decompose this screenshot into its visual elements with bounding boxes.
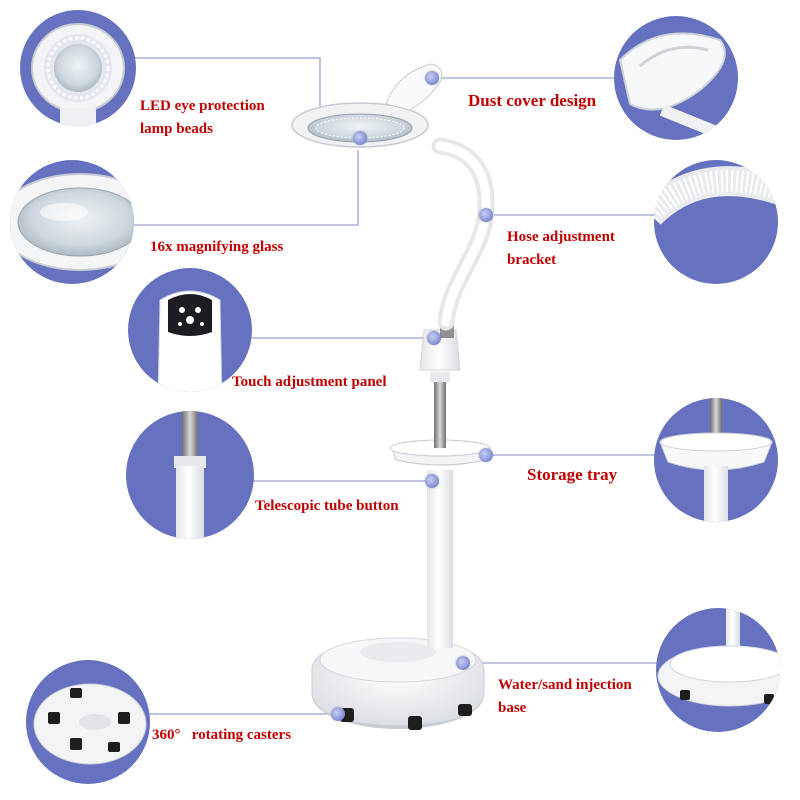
leader-lines	[128, 57, 658, 715]
marker-dot-touch-panel	[427, 331, 441, 345]
label-touch-panel: Touch adjustment panel	[232, 374, 387, 390]
callout-led	[20, 10, 136, 126]
callout-base	[656, 608, 780, 732]
marker-dot-telescopic	[425, 474, 439, 488]
marker-dot-led	[353, 131, 367, 145]
magnifier-lamp	[291, 63, 495, 730]
callout-telescopic	[126, 411, 254, 539]
marker-dot-dust-cover	[425, 71, 439, 85]
callout-magnifier	[10, 160, 134, 284]
callout-dust-cover	[614, 16, 738, 140]
callout-hose	[654, 160, 778, 284]
label-dust-cover: Dust cover design	[468, 91, 597, 110]
callout-tray	[654, 398, 778, 522]
label-telescopic-button: Telescopic tube button	[255, 498, 399, 514]
marker-dot-base	[456, 656, 470, 670]
marker-dot-tray	[479, 448, 493, 462]
label-storage-tray: Storage tray	[527, 465, 618, 484]
marker-dot-hose	[479, 208, 493, 222]
marker-dot-casters	[331, 707, 345, 721]
label-magnifying-glass: 16x magnifying glass	[150, 239, 284, 255]
label-hose-bracket: Hose adjustment bracket	[507, 229, 615, 269]
callout-casters	[26, 660, 150, 784]
label-base: Water/sand injection base	[498, 677, 632, 717]
label-led-lamp-beads: LED eye protection lamp beads	[140, 98, 265, 138]
label-casters: 360° rotating casters	[152, 727, 292, 743]
